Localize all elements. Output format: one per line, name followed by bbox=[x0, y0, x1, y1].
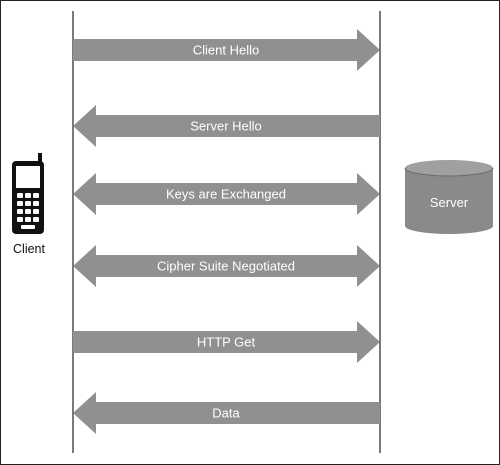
arrow-left-shape bbox=[73, 105, 380, 147]
arrow-label: HTTP Get bbox=[197, 335, 256, 350]
mobile-phone-icon bbox=[12, 153, 44, 234]
message-arrow-data: Data bbox=[73, 392, 380, 434]
message-arrow-client-hello: Client Hello bbox=[73, 29, 380, 71]
arrow-label: Data bbox=[212, 406, 240, 421]
server-database-icon bbox=[404, 160, 494, 234]
arrow-label: Client Hello bbox=[193, 43, 259, 58]
arrow-left-shape bbox=[73, 392, 380, 434]
arrow-label: Server Hello bbox=[190, 119, 262, 134]
message-arrow-cipher-suite: Cipher Suite Negotiated bbox=[73, 245, 380, 287]
client-label: Client bbox=[13, 242, 45, 256]
server-label: Server bbox=[430, 195, 469, 210]
message-arrow-http-get: HTTP Get bbox=[73, 321, 380, 363]
arrow-both-shape bbox=[73, 245, 380, 287]
arrow-label: Cipher Suite Negotiated bbox=[157, 259, 295, 274]
message-arrow-keys-exchanged: Keys are Exchanged bbox=[73, 173, 380, 215]
message-arrow-server-hello: Server Hello bbox=[73, 105, 380, 147]
arrow-right-shape bbox=[73, 29, 380, 71]
arrow-label: Keys are Exchanged bbox=[166, 187, 286, 202]
arrow-right-shape bbox=[73, 321, 380, 363]
arrow-both-shape bbox=[73, 173, 380, 215]
